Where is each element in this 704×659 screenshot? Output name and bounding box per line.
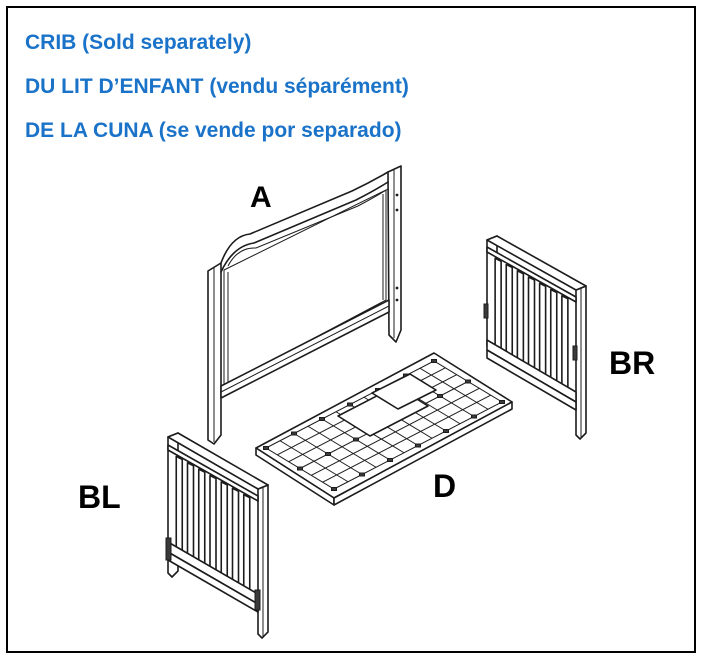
heading-french: DU LIT D’ENFANT (vendu séparément): [25, 75, 409, 98]
heading-english: CRIB (Sold separately): [25, 31, 252, 54]
headboard-a-drawing: [207, 165, 402, 445]
side-panel-br-drawing: [483, 235, 587, 440]
part-label-a: A: [250, 181, 272, 214]
part-label-br: BR: [609, 345, 656, 381]
heading-spanish: DE LA CUNA (se vende por separado): [25, 119, 402, 142]
mattress-support-d-drawing: [255, 352, 513, 506]
side-panel-bl-drawing: [165, 432, 269, 639]
part-label-d: D: [433, 468, 457, 504]
part-label-bl: BL: [78, 479, 121, 515]
